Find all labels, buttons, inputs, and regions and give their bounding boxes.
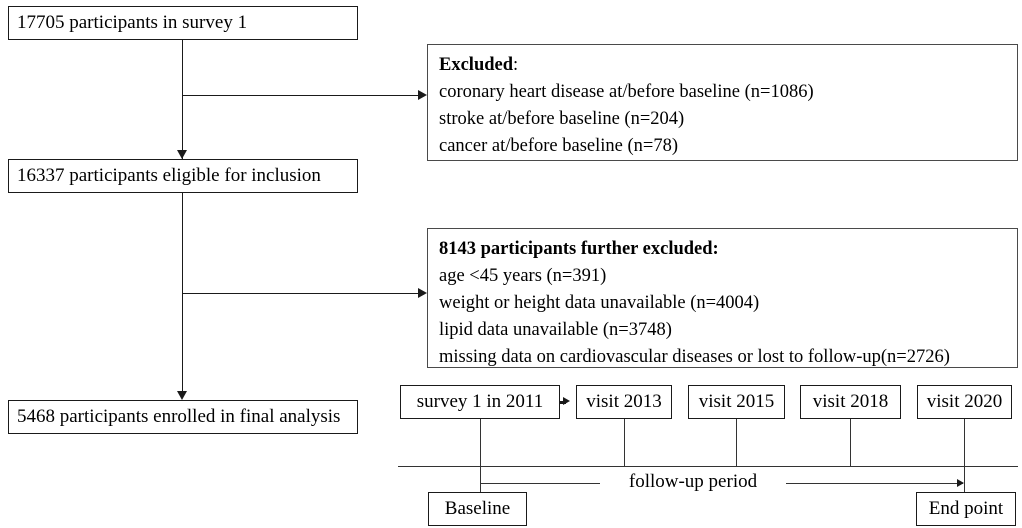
- connector-branch-excluded-2: [182, 293, 419, 294]
- arrowhead-right-excluded-2: [418, 288, 427, 298]
- timeline-tick-2013: [624, 419, 625, 466]
- timeline-box-survey-2011-label: survey 1 in 2011: [416, 391, 544, 412]
- box-participants-eligible: 16337 participants eligible for inclusio…: [8, 159, 358, 193]
- box-participants-survey-label: 17705 participants in survey 1: [17, 11, 248, 33]
- timeline-box-endpoint: End point: [916, 492, 1016, 526]
- timeline-tick-2020: [964, 419, 965, 492]
- timeline-box-baseline-label: Baseline: [444, 498, 511, 519]
- timeline-box-visit-2018-label: visit 2018: [812, 391, 889, 412]
- timeline-box-survey-2011: survey 1 in 2011: [400, 385, 560, 419]
- panel-excluded-first-line-1: coronary heart disease at/before baselin…: [439, 82, 814, 102]
- timeline-box-visit-2015: visit 2015: [688, 385, 785, 419]
- panel-excluded-second: 8143 participants further excluded: age …: [427, 228, 1018, 368]
- panel-excluded-first-line-2: stroke at/before baseline (n=204): [439, 109, 685, 129]
- panel-excluded-first-heading-colon: :: [513, 55, 519, 75]
- followup-period-label: follow-up period: [600, 471, 786, 493]
- timeline-box-visit-2013: visit 2013: [576, 385, 672, 419]
- panel-excluded-first: Excluded: coronary heart disease at/befo…: [427, 44, 1018, 161]
- panel-excluded-second-line-3: lipid data unavailable (n=3748): [439, 320, 672, 340]
- timeline-box-visit-2020-label: visit 2020: [926, 391, 1003, 412]
- arrowhead-right-visit2013: [563, 397, 570, 405]
- followup-arrow-right-segment: [785, 483, 963, 484]
- panel-excluded-second-line-1: age <45 years (n=391): [439, 266, 607, 286]
- timeline-box-visit-2020: visit 2020: [917, 385, 1012, 419]
- box-participants-eligible-label: 16337 participants eligible for inclusio…: [17, 164, 321, 186]
- arrowhead-right-followup: [957, 479, 964, 487]
- box-participants-final: 5468 participants enrolled in final anal…: [8, 400, 358, 434]
- arrowhead-right-excluded-1: [418, 90, 427, 100]
- box-participants-survey: 17705 participants in survey 1: [8, 6, 358, 40]
- timeline-box-visit-2015-label: visit 2015: [698, 391, 775, 412]
- timeline-axis: [398, 466, 1018, 467]
- connector-eligible-to-final: [182, 193, 183, 391]
- timeline-box-visit-2013-label: visit 2013: [586, 391, 662, 412]
- panel-excluded-first-line-3: cancer at/before baseline (n=78): [439, 136, 678, 156]
- panel-excluded-second-line-2: weight or height data unavailable (n=400…: [439, 293, 760, 313]
- timeline-tick-2011: [480, 419, 481, 492]
- panel-excluded-second-line-4: missing data on cardiovascular diseases …: [439, 347, 950, 367]
- connector-survey-to-eligible: [182, 40, 183, 159]
- timeline-box-baseline: Baseline: [428, 492, 527, 526]
- panel-excluded-second-heading: 8143 participants further excluded:: [439, 239, 719, 259]
- timeline-tick-2018: [850, 419, 851, 466]
- timeline-tick-2015: [736, 419, 737, 466]
- followup-arrow-left-segment: [480, 483, 600, 484]
- panel-excluded-first-heading: Excluded:: [439, 52, 1006, 79]
- box-participants-final-label: 5468 participants enrolled in final anal…: [17, 405, 341, 427]
- connector-branch-excluded-1: [182, 95, 419, 96]
- timeline-box-endpoint-label: End point: [928, 498, 1004, 519]
- arrowhead-down-eligible: [177, 150, 187, 159]
- timeline-box-visit-2018: visit 2018: [800, 385, 901, 419]
- panel-excluded-first-heading-text: Excluded: [439, 55, 514, 75]
- arrowhead-down-final: [177, 391, 187, 400]
